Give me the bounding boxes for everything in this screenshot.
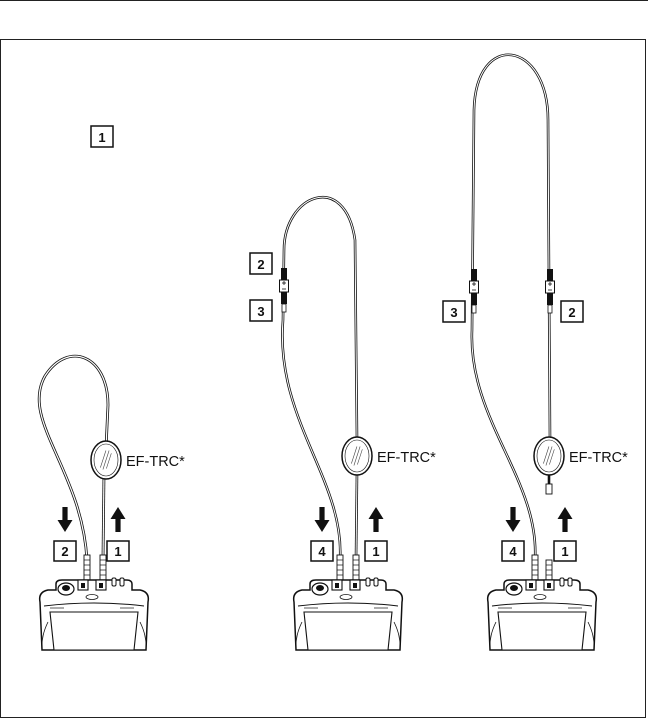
svg-text:1: 1 xyxy=(372,544,379,559)
svg-text:2: 2 xyxy=(568,305,575,320)
panel-3: EF-TRC* 3 2 4 1 xyxy=(443,55,628,650)
svg-text:2: 2 xyxy=(61,544,68,559)
reference-cord-label: EF-TRC* xyxy=(126,454,185,470)
mandrel-oval-icon xyxy=(342,437,372,475)
svg-text:4: 4 xyxy=(318,544,326,559)
down-arrow-icon xyxy=(58,507,73,532)
svg-text:3: 3 xyxy=(450,305,457,320)
reference-cord-label: EF-TRC* xyxy=(569,450,628,466)
up-arrow-icon xyxy=(111,507,126,532)
svg-text:1: 1 xyxy=(114,544,121,559)
connector-label-box: 2 xyxy=(250,253,272,274)
tester-device-icon xyxy=(40,578,149,650)
arrow-label-box: 4 xyxy=(311,541,333,561)
connector-label-box: 2 xyxy=(561,301,583,322)
reference-cord-label: EF-TRC* xyxy=(377,450,436,466)
svg-text:2: 2 xyxy=(257,257,264,272)
down-arrow-icon xyxy=(315,507,330,532)
svg-text:3: 3 xyxy=(257,304,264,319)
arrow-label-box: 2 xyxy=(54,541,76,561)
mandrel-oval-icon xyxy=(534,437,564,475)
panel-2: EF-TRC* 2 3 4 1 xyxy=(250,197,436,650)
step-marker-label: 1 xyxy=(98,130,105,145)
svg-text:1: 1 xyxy=(561,544,568,559)
arrow-label-box: 1 xyxy=(107,541,129,561)
arrow-label-box: 4 xyxy=(502,541,524,561)
connector-label-box: 3 xyxy=(443,301,465,322)
connector-label-box: 3 xyxy=(250,300,272,321)
tester-device-icon xyxy=(294,578,403,650)
tester-device-icon xyxy=(488,578,597,650)
up-arrow-icon xyxy=(369,507,384,532)
down-arrow-icon xyxy=(506,507,521,532)
up-arrow-icon xyxy=(558,507,573,532)
svg-text:4: 4 xyxy=(509,544,517,559)
arrow-label-box: 1 xyxy=(365,541,387,561)
mandrel-oval-icon xyxy=(91,441,121,479)
step-marker: 1 xyxy=(91,126,113,147)
arrow-label-box: 1 xyxy=(554,541,576,561)
panel-1: EF-TRC* 2 1 xyxy=(39,356,185,650)
